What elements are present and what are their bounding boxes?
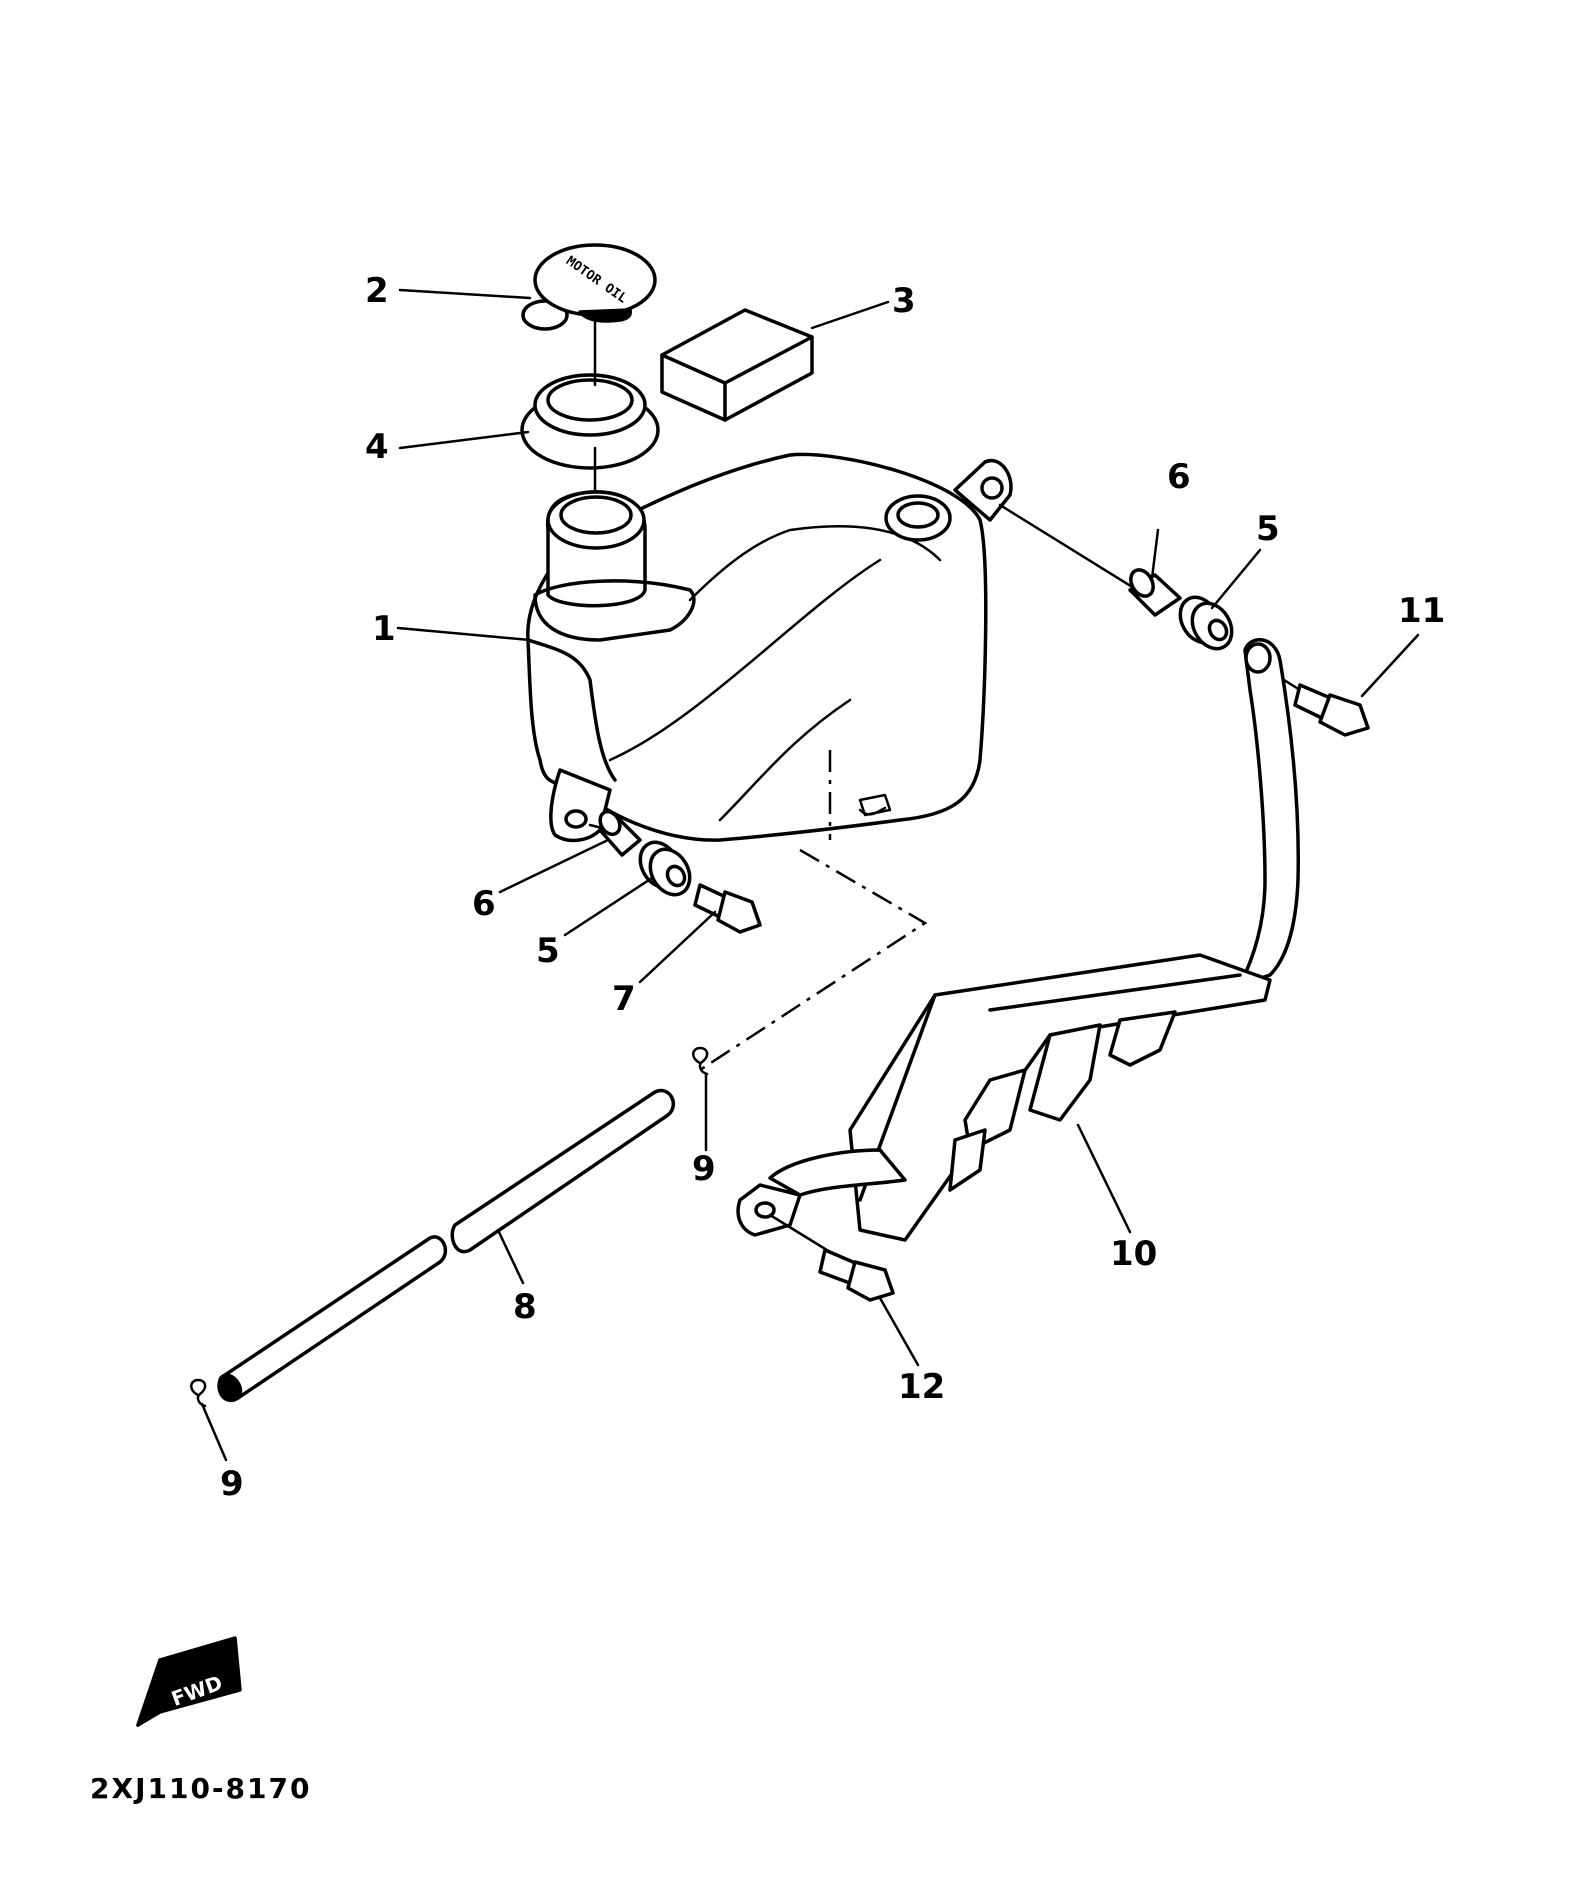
callout-5-upper: 5 bbox=[1256, 509, 1280, 549]
part-damper-upper bbox=[1178, 595, 1234, 651]
callout-7: 7 bbox=[612, 979, 636, 1019]
part-bolt-12 bbox=[818, 1248, 895, 1302]
callout-labels: 1 2 3 4 6 5 11 6 5 7 9 8 10 12 9 bbox=[220, 271, 1445, 1504]
callout-5-lower: 5 bbox=[536, 931, 560, 971]
callout-10: 10 bbox=[1110, 1234, 1157, 1274]
callout-4: 4 bbox=[365, 427, 389, 467]
callout-8: 8 bbox=[513, 1287, 537, 1327]
part-damper-lower bbox=[638, 840, 692, 897]
callout-9-lower: 9 bbox=[220, 1464, 244, 1504]
part-oil-tank bbox=[526, 452, 1013, 843]
callout-11: 11 bbox=[1398, 591, 1445, 631]
part-bolt-7 bbox=[693, 883, 762, 934]
part-hose bbox=[217, 1088, 675, 1402]
part-bracket bbox=[736, 638, 1300, 1242]
drawing-code: 2XJ110-8170 bbox=[90, 1772, 312, 1805]
part-block bbox=[660, 308, 814, 422]
part-collar-lower bbox=[598, 809, 642, 857]
callout-6-upper: 6 bbox=[1167, 457, 1191, 497]
part-oil-cap: MOTOR OIL bbox=[521, 243, 657, 331]
callout-12: 12 bbox=[898, 1367, 945, 1407]
part-collar-upper bbox=[1128, 568, 1182, 617]
callout-2: 2 bbox=[365, 271, 389, 311]
leader-lines bbox=[200, 288, 1420, 1462]
callout-9-upper: 9 bbox=[692, 1149, 716, 1189]
callout-3: 3 bbox=[892, 281, 916, 321]
part-bolt-11 bbox=[1250, 658, 1370, 737]
assembly-axis-line bbox=[998, 503, 1152, 600]
part-seal-ring bbox=[520, 373, 660, 470]
part-clip-upper bbox=[692, 1046, 709, 1076]
assembly-axis-line bbox=[768, 1213, 837, 1257]
part-clip-lower bbox=[190, 1378, 207, 1408]
callout-1: 1 bbox=[372, 609, 396, 649]
routing-line bbox=[699, 848, 928, 1072]
fwd-arrow-icon: FWD bbox=[136, 1636, 242, 1727]
callout-6-lower: 6 bbox=[472, 884, 496, 924]
